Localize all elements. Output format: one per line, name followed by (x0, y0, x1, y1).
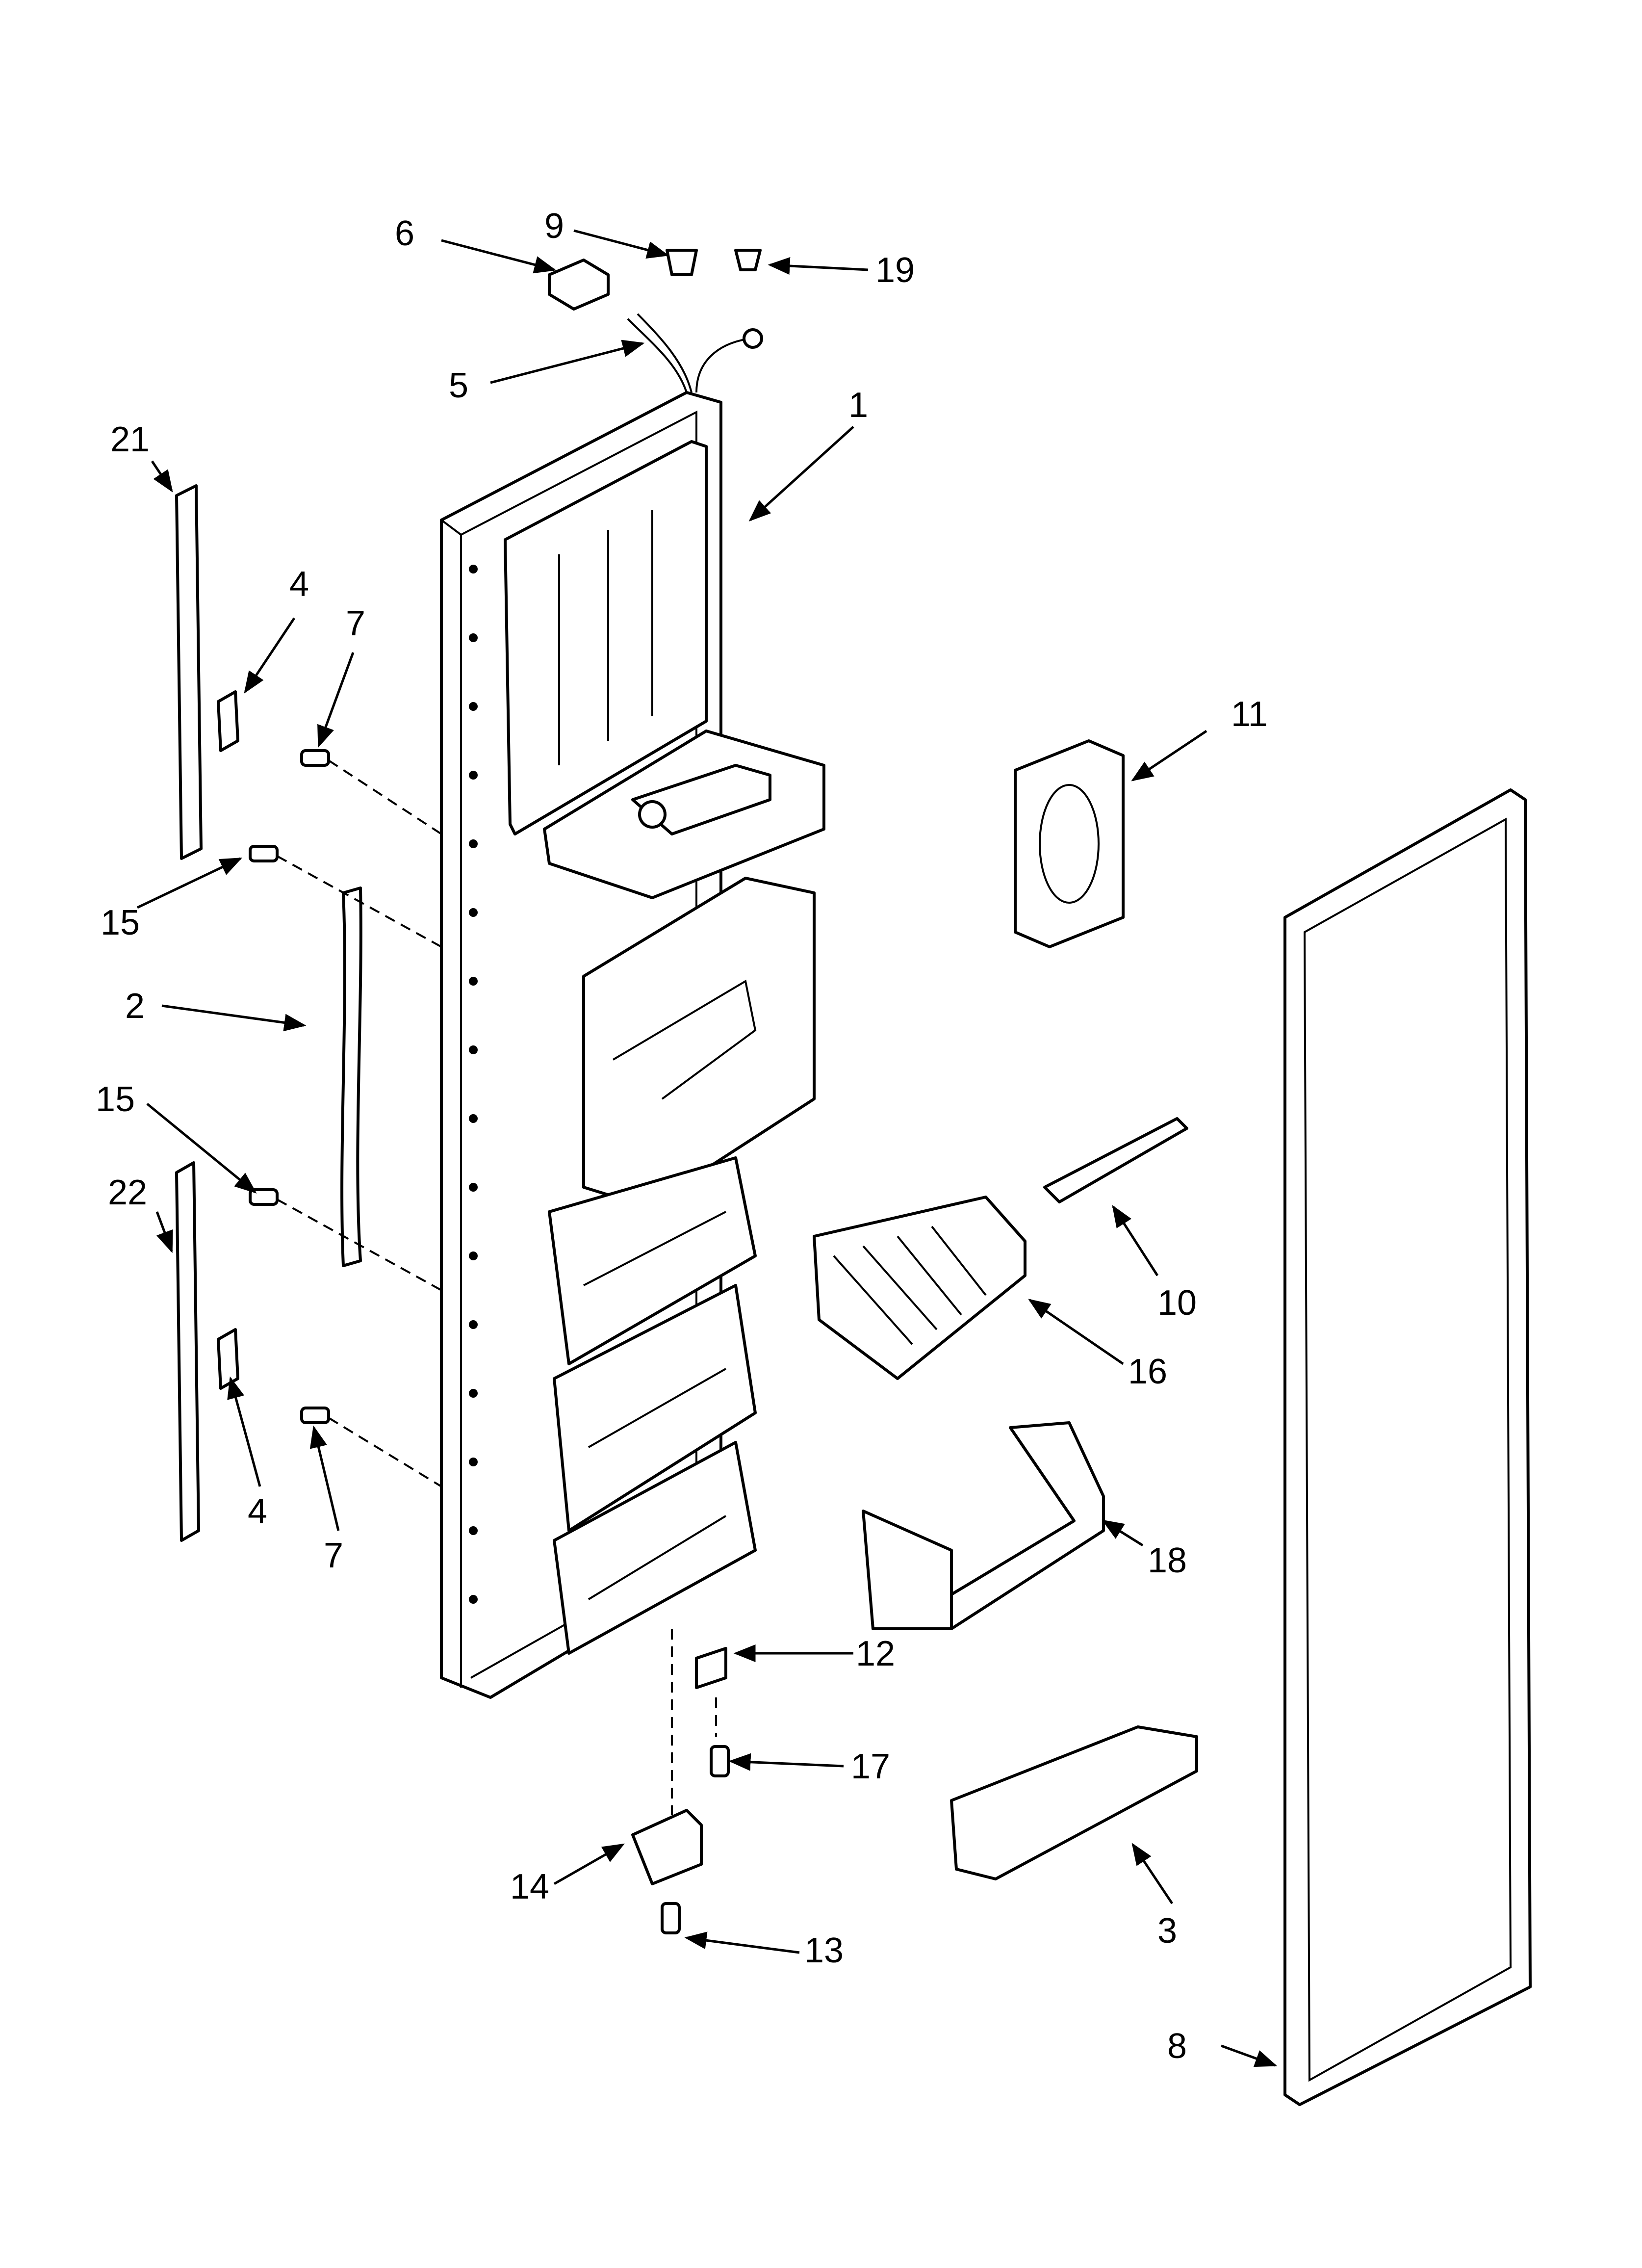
screw-7-lower (300, 1407, 330, 1424)
callout-16: 16 (1128, 1352, 1167, 1391)
bottom-hinge (631, 1809, 703, 1885)
ground-screw (734, 249, 762, 271)
callout-4-lower: 4 (248, 1492, 267, 1531)
callout-1: 1 (848, 386, 868, 425)
hinge-screw (710, 1745, 730, 1777)
door-panel (440, 391, 825, 1699)
wire-harness (627, 313, 763, 393)
shelf-channel (1043, 1117, 1188, 1203)
callout-14: 14 (510, 1867, 549, 1906)
callout-11: 11 (1231, 695, 1268, 734)
leader-lines (136, 229, 1278, 2067)
callout-13: 13 (804, 1931, 844, 1970)
door-handle (340, 886, 362, 1267)
callout-7-upper: 7 (346, 604, 365, 643)
callout-10: 10 (1157, 1283, 1197, 1323)
upper-trim-strip (175, 484, 203, 860)
screw-15-upper (249, 845, 279, 862)
lower-trim-strip (175, 1161, 200, 1542)
callout-labels: 1 2 3 4 4 5 6 7 7 8 9 10 11 12 13 14 15 … (96, 207, 1268, 2066)
screw-7-upper (300, 749, 330, 767)
trim-clip-upper (217, 690, 239, 752)
callout-7-lower: 7 (324, 1536, 343, 1575)
callout-9: 9 (544, 207, 564, 246)
callout-2: 2 (125, 987, 145, 1026)
hinge-pin (695, 1647, 727, 1689)
wire-basket (813, 1196, 1026, 1380)
door-gasket (1283, 788, 1532, 2106)
callout-12: 12 (856, 1634, 895, 1673)
door-bin-lower (950, 1725, 1198, 1880)
door-bin (862, 1421, 1105, 1630)
water-filter-cover (1014, 739, 1125, 948)
callout-18: 18 (1148, 1541, 1187, 1580)
callout-17: 17 (851, 1747, 890, 1786)
callout-21: 21 (110, 420, 150, 459)
callout-4-upper: 4 (289, 565, 309, 604)
callout-15-lower: 15 (96, 1080, 135, 1119)
callout-22: 22 (108, 1173, 147, 1212)
callout-15-upper: 15 (101, 903, 140, 942)
callout-19: 19 (875, 251, 915, 290)
light-socket (666, 249, 698, 276)
switch-connector (548, 259, 610, 311)
callout-3: 3 (1157, 1911, 1177, 1951)
callout-6: 6 (395, 214, 414, 253)
screw-15-lower (249, 1188, 279, 1206)
callout-5: 5 (449, 366, 468, 405)
hinge-bolt (661, 1902, 681, 1934)
trim-clip-lower (217, 1328, 239, 1390)
callout-8: 8 (1167, 2027, 1187, 2066)
